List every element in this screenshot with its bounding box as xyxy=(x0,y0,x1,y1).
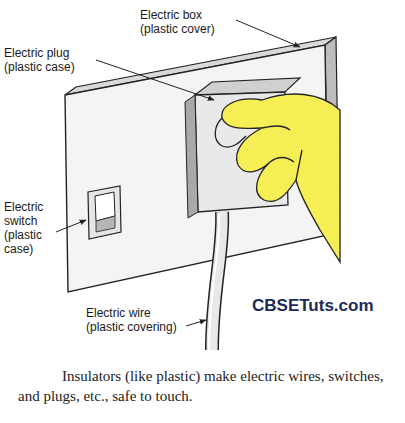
part-label: Electric wire (plastic covering) xyxy=(86,306,184,334)
part-label: Electric box (plastic cover) xyxy=(140,8,232,36)
hand xyxy=(215,94,340,262)
watermark: CBSETuts.com xyxy=(252,296,374,316)
part-label: Electric switch (plastic case) xyxy=(4,200,54,256)
leader-lines xyxy=(56,20,300,326)
wire-highlight xyxy=(209,214,219,350)
electric-switch xyxy=(88,186,121,239)
part-label: Electric plug (plastic case) xyxy=(4,46,94,74)
caption: Insulators (like plastic) make electric … xyxy=(18,366,396,406)
